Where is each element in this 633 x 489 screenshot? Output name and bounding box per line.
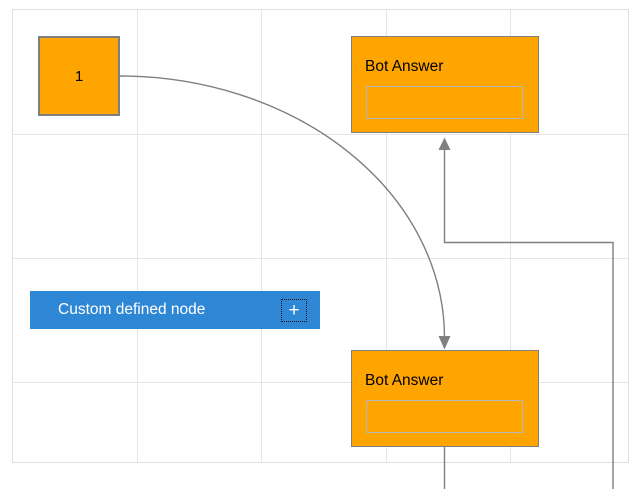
bot-answer-text-field[interactable]	[365, 399, 523, 433]
grid-line-vertical	[261, 9, 262, 463]
bot-answer-node-bottom[interactable]: Bot Answer	[351, 350, 539, 447]
plus-icon: +	[288, 300, 300, 321]
grid-line-vertical	[510, 9, 511, 463]
custom-node-label: Custom defined node	[58, 301, 206, 318]
page-left-edge	[12, 9, 13, 463]
bot-answer-title: Bot Answer	[365, 58, 444, 75]
grid-line-horizontal	[12, 133, 628, 135]
start-node-label: 1	[74, 67, 84, 85]
custom-defined-node[interactable]: Custom defined node +	[30, 291, 320, 329]
bot-answer-title: Bot Answer	[365, 372, 444, 389]
grid-line-horizontal	[12, 382, 628, 383]
add-node-button[interactable]: +	[281, 299, 307, 322]
orthogonal-connector[interactable]	[443, 150, 614, 489]
grid-line-horizontal	[12, 258, 628, 259]
page-top-edge	[12, 9, 628, 10]
page-right-edge	[628, 9, 629, 463]
grid-line-vertical	[136, 9, 138, 463]
start-node[interactable]: 1	[38, 36, 120, 116]
grid-line-vertical	[385, 9, 387, 463]
curved-connector[interactable]	[119, 75, 446, 338]
arrowhead-up-icon	[438, 137, 451, 150]
bot-answer-text-field[interactable]	[365, 85, 523, 119]
page-bottom-edge	[12, 462, 628, 463]
arrowhead-down-icon	[438, 336, 451, 350]
bot-answer-node-top[interactable]: Bot Answer	[351, 36, 539, 133]
